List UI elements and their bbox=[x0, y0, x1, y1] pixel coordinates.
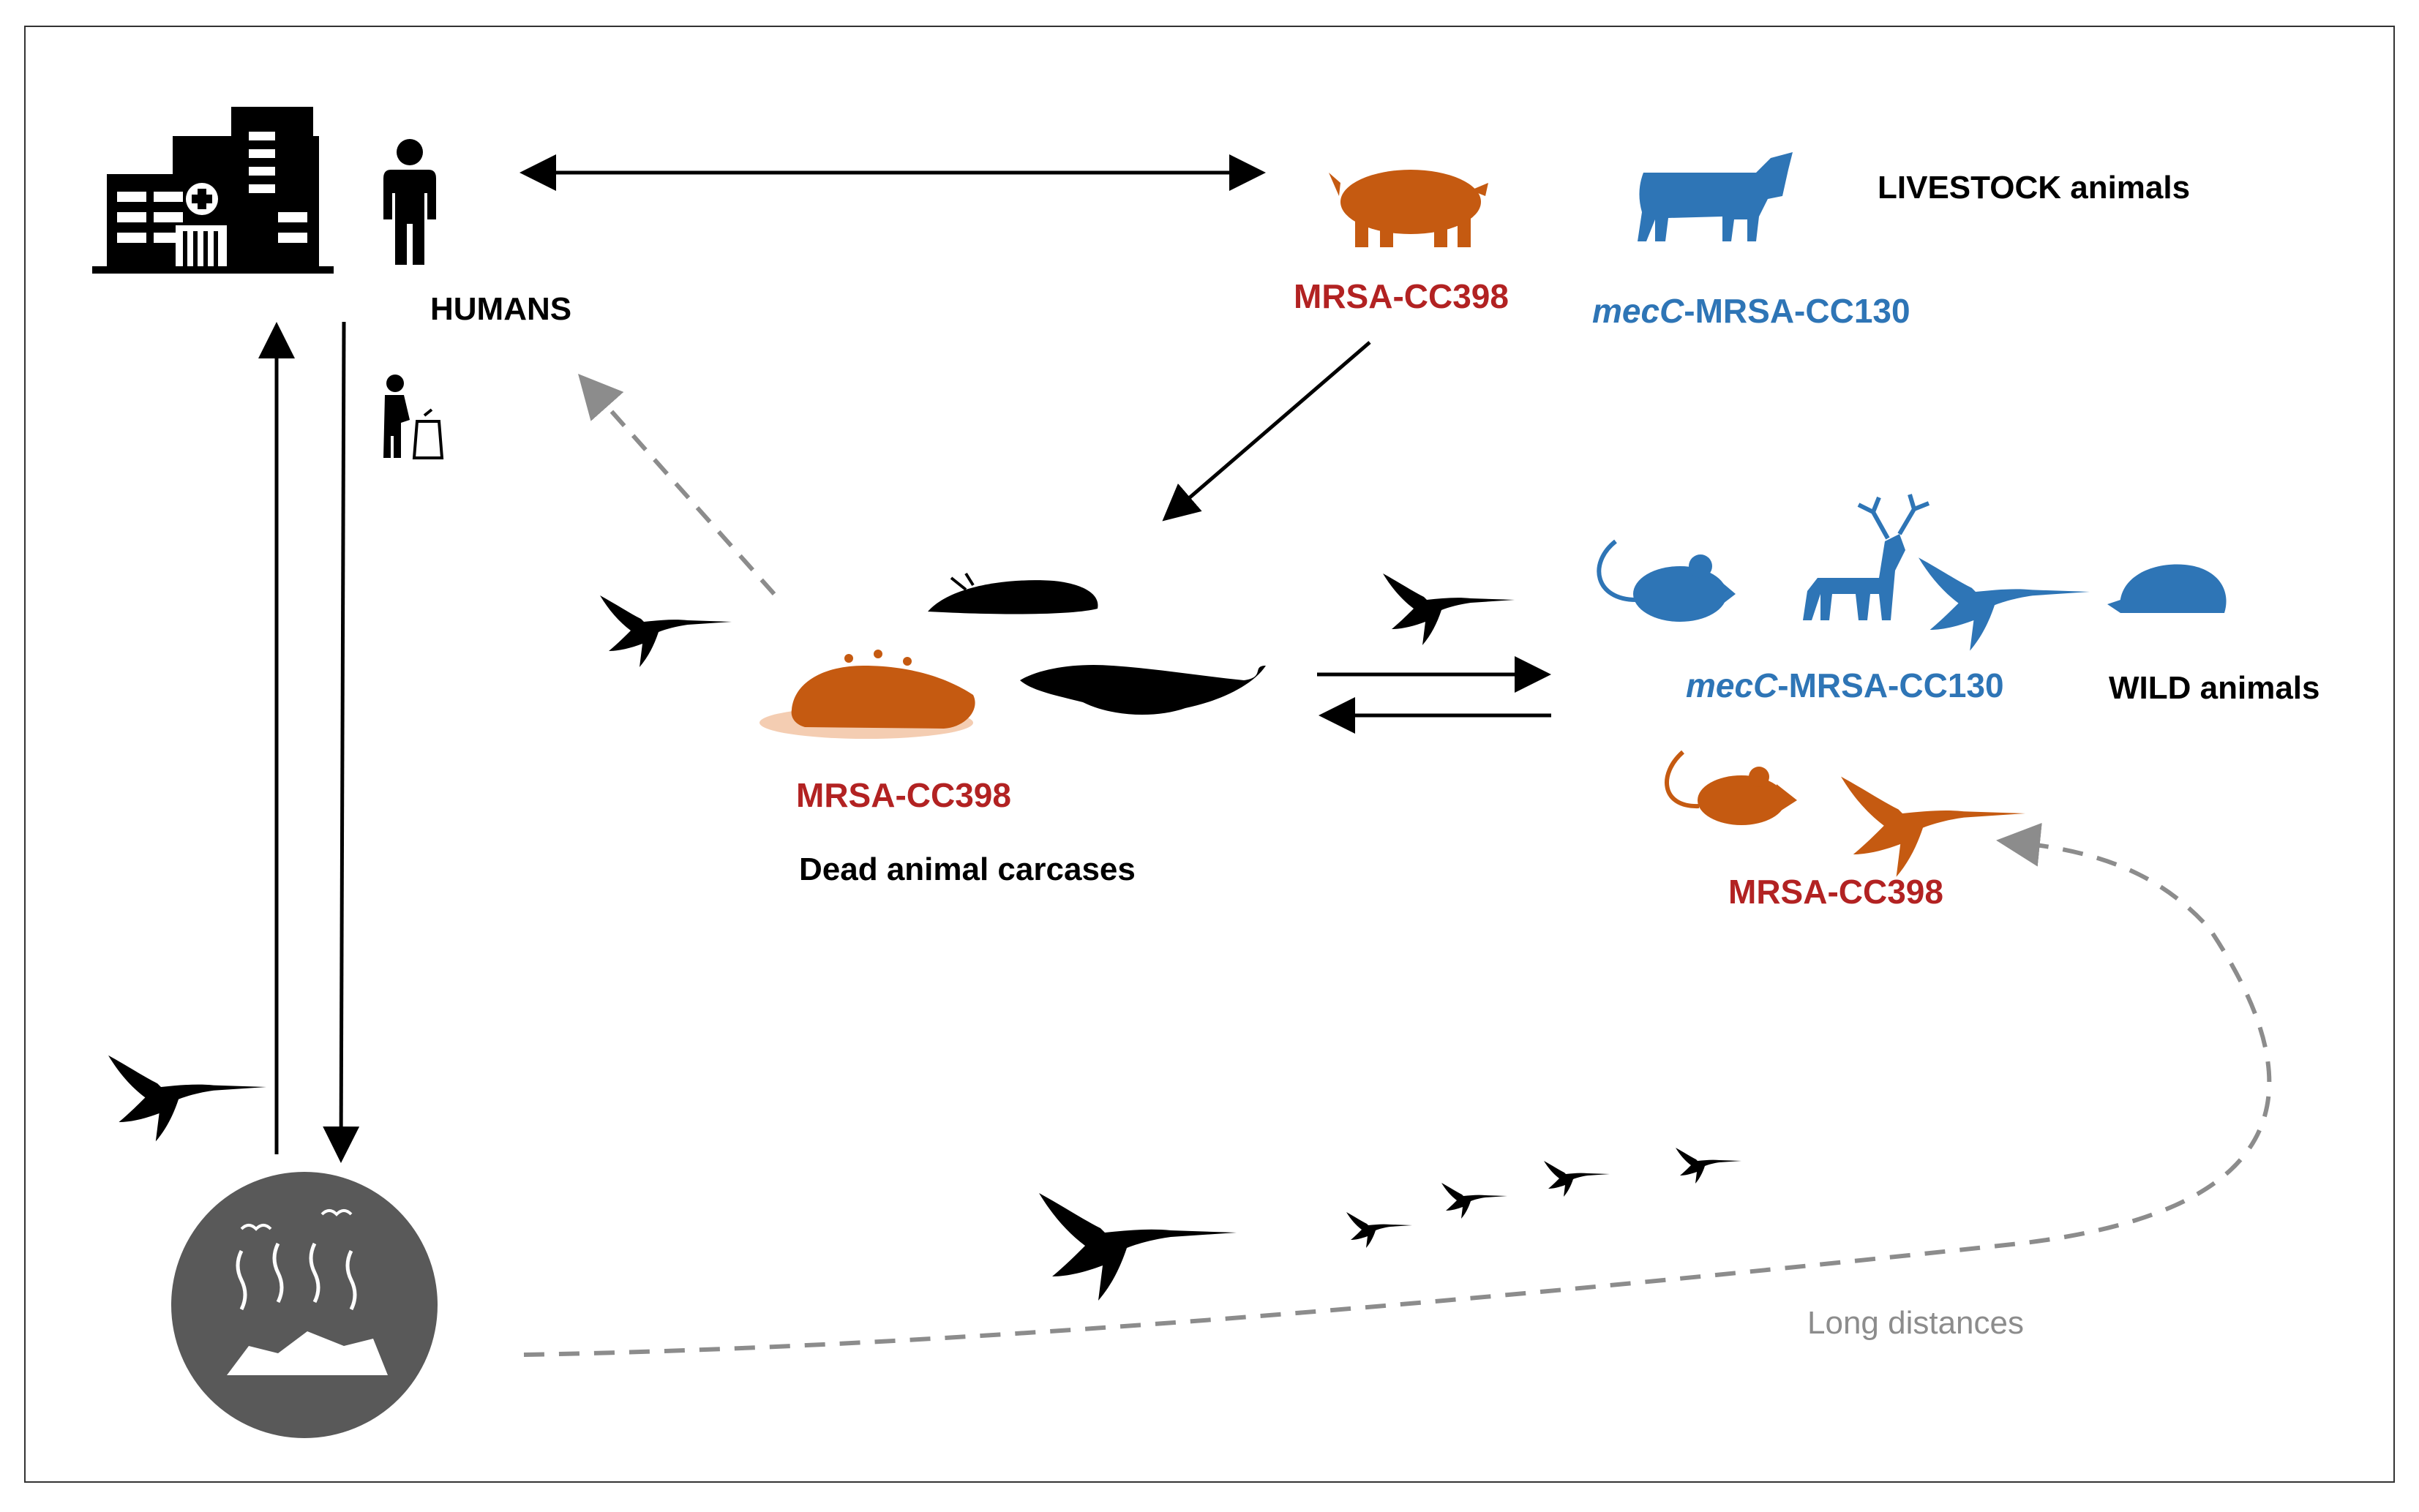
long-distances-label: Long distances bbox=[1807, 1305, 2024, 1341]
arrow-humans-to-landfill bbox=[323, 321, 360, 1163]
waste-disposal-icon bbox=[383, 375, 444, 459]
mrsa-cc398-carcases-label: MRSA-CC398 bbox=[796, 776, 1011, 814]
wild-animals-label: WILD animals bbox=[2109, 670, 2320, 706]
humans-label: HUMANS bbox=[430, 291, 572, 327]
stork-icon bbox=[1676, 1148, 1741, 1184]
mecc-gene-text: mecC bbox=[1686, 666, 1778, 704]
stork-icon bbox=[600, 595, 732, 667]
stork-icon bbox=[1841, 776, 2025, 877]
mecc-mrsa-wild-label: mecC-MRSA-CC130 bbox=[1686, 666, 2004, 705]
mrsa-cc130-text: -MRSA-CC130 bbox=[1684, 292, 1910, 330]
stork-icon bbox=[108, 1055, 266, 1142]
mecc-mrsa-livestock-label: mecC-MRSA-CC130 bbox=[1592, 291, 1910, 331]
carcass-icon bbox=[760, 650, 975, 739]
mrsa-cc398-wild-label: MRSA-CC398 bbox=[1728, 873, 1943, 911]
mrsa-cc398-livestock-label: MRSA-CC398 bbox=[1294, 277, 1509, 315]
hospital-icon bbox=[92, 107, 334, 274]
landfill-icon bbox=[171, 1172, 438, 1438]
cow-icon bbox=[1638, 152, 1793, 241]
dashed-curve-long-distances bbox=[523, 822, 2272, 1357]
stork-icon bbox=[1441, 1183, 1507, 1219]
stork-icon bbox=[1919, 557, 2090, 651]
livestock-label: LIVESTOCK animals bbox=[1878, 170, 2191, 206]
person-icon bbox=[383, 139, 436, 265]
stork-icon bbox=[1346, 1212, 1412, 1248]
stork-icon bbox=[1383, 573, 1515, 645]
stork-icon bbox=[1544, 1161, 1610, 1197]
deer-icon bbox=[1803, 494, 1930, 620]
arrow-livestock-to-carcases bbox=[1162, 341, 1371, 522]
carcases-label: Dead animal carcases bbox=[799, 851, 1136, 887]
frame-border bbox=[24, 26, 2395, 1483]
pig-icon bbox=[1329, 170, 1488, 247]
hedgehog-icon bbox=[2107, 564, 2227, 613]
mouse-icon bbox=[1597, 539, 1736, 622]
mrsa-cc130-text: -MRSA-CC130 bbox=[1777, 666, 2004, 704]
mouse-icon bbox=[1665, 750, 1797, 825]
dashed-arrow-carcases-to-humans bbox=[578, 374, 776, 595]
stork-icon bbox=[1039, 1193, 1237, 1301]
carcass-icon bbox=[1020, 664, 1266, 715]
mecc-gene-text: mecC bbox=[1592, 292, 1684, 330]
carcass-icon bbox=[928, 572, 1098, 614]
